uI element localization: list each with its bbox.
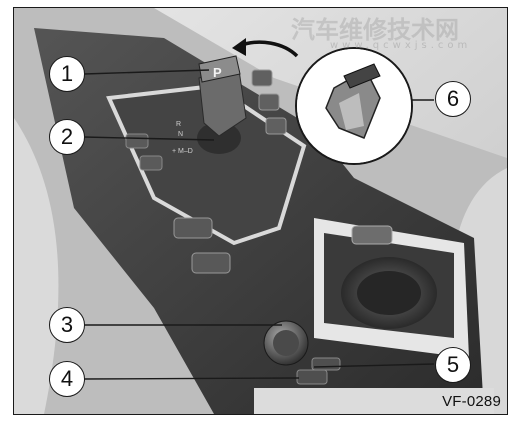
small-switch-5 [311,357,341,371]
callout-6: 6 [435,81,471,117]
console-photo: R N + M–D P [14,8,507,414]
callout-3: 3 [49,307,85,343]
figure-frame: R N + M–D P [13,7,508,415]
right-button-2 [258,93,280,111]
arrow-head [232,38,246,56]
callout-2: 2 [49,119,85,155]
callout-1: 1 [49,56,85,92]
autohold-button [191,252,231,274]
right-button-1 [251,69,273,87]
gear-letter-r: R [176,121,181,128]
small-switch-4 [296,369,328,385]
watermark-main: 汽车维修技术网 [291,16,459,44]
p-button-label: P [213,65,222,80]
gear-letter-d: + M–D [172,148,193,155]
callout-4: 4 [49,361,85,397]
mode-button-1 [125,133,149,149]
right-button-3 [265,117,287,135]
gear-letter-n: N [178,131,183,138]
watermark-url: www.qcwxjs.com [330,40,472,51]
callout-5: 5 [435,347,471,383]
p-button [198,55,241,83]
cupholder-button [351,225,393,245]
lever-base [197,122,241,154]
epb-switch [173,217,213,239]
figure-code: VF-0289 [442,393,501,410]
mode-button-2 [139,155,163,171]
